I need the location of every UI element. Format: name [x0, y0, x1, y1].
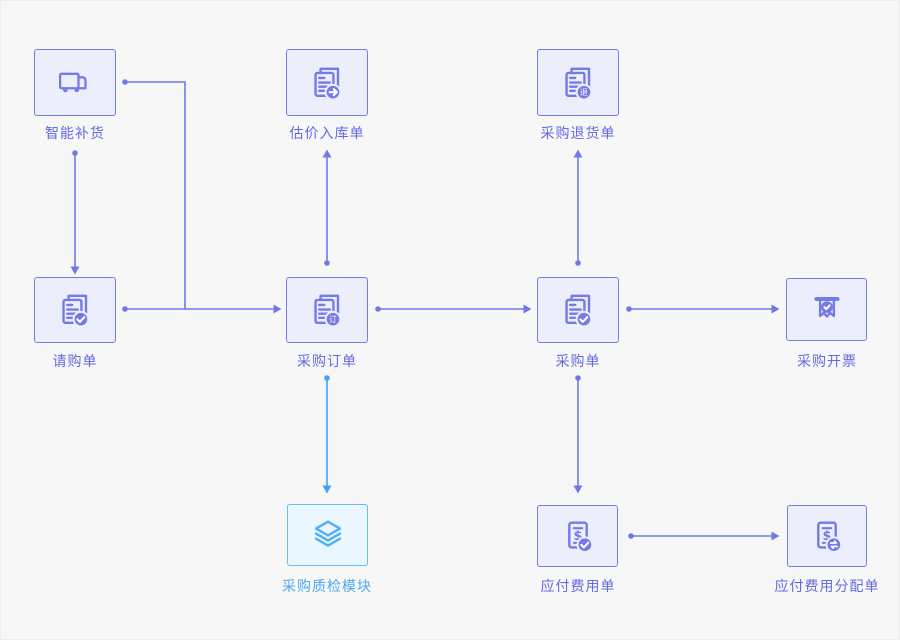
label-payable-expense-allocation: 应付费用分配单: [774, 578, 880, 594]
node-purchase-return-order[interactable]: 退: [537, 49, 619, 116]
edge-purchase-order-to-estimated-inbound: [322, 149, 332, 266]
badge-return-glyph: 退: [580, 88, 588, 97]
badge-order-glyph: 订: [329, 314, 337, 324]
edge-purchase-receipt-to-payable-bill: [573, 375, 583, 494]
invoice-ribbon-icon: [813, 296, 840, 318]
svg-text:$: $: [573, 529, 582, 544]
doc-arrow-icon: [314, 67, 342, 101]
doc-check-icon: [62, 294, 90, 328]
node-estimated-inbound-receipt[interactable]: [286, 49, 368, 116]
edge-smart-replenishment-to-purchase-order: [122, 79, 186, 309]
doc-check-icon: [565, 294, 593, 328]
bill-dollar-check-icon: $: [567, 521, 593, 554]
node-purchase-receipt[interactable]: [537, 277, 619, 343]
label-purchase-requisition: 请购单: [52, 353, 98, 369]
label-smart-replenishment: 智能补货: [45, 125, 105, 141]
doc-return-icon: 退: [565, 67, 593, 101]
edge-payable-bill-to-allocation: [628, 531, 780, 541]
label-purchase-order: 采购订单: [297, 353, 357, 369]
bill-dollar-sync-icon: $: [817, 521, 843, 554]
doc-order-icon: 订: [314, 294, 342, 328]
label-estimated-inbound-receipt: 估价入库单: [289, 125, 365, 141]
label-purchase-qc-module: 采购质检模块: [282, 578, 372, 594]
node-purchase-qc-module[interactable]: [287, 504, 368, 566]
edge-purchase-receipt-to-invoicing: [626, 304, 780, 314]
edge-requisition-to-purchase-order: [122, 304, 282, 314]
node-payable-expense-allocation[interactable]: $: [787, 505, 867, 567]
edge-smart-replenishment-to-requisition: [70, 150, 80, 275]
node-purchase-order[interactable]: 订: [286, 277, 368, 343]
truck-icon: [58, 72, 87, 92]
svg-text:$: $: [823, 529, 832, 544]
node-purchase-invoicing[interactable]: [786, 278, 867, 341]
node-payable-expense-bill[interactable]: $: [537, 505, 618, 567]
label-purchase-return-order: 采购退货单: [540, 125, 616, 141]
label-payable-expense-bill: 应付费用单: [540, 578, 616, 594]
edge-purchase-order-to-purchase-receipt: [375, 304, 532, 314]
node-smart-replenishment[interactable]: [34, 49, 116, 116]
edge-purchase-receipt-to-return-order: [573, 149, 583, 266]
edge-purchase-order-to-qc-module: [322, 375, 332, 494]
layers-icon: [314, 520, 341, 547]
node-purchase-requisition[interactable]: [34, 277, 116, 343]
label-purchase-invoicing: 采购开票: [797, 353, 857, 369]
label-purchase-receipt: 采购单: [555, 353, 601, 369]
